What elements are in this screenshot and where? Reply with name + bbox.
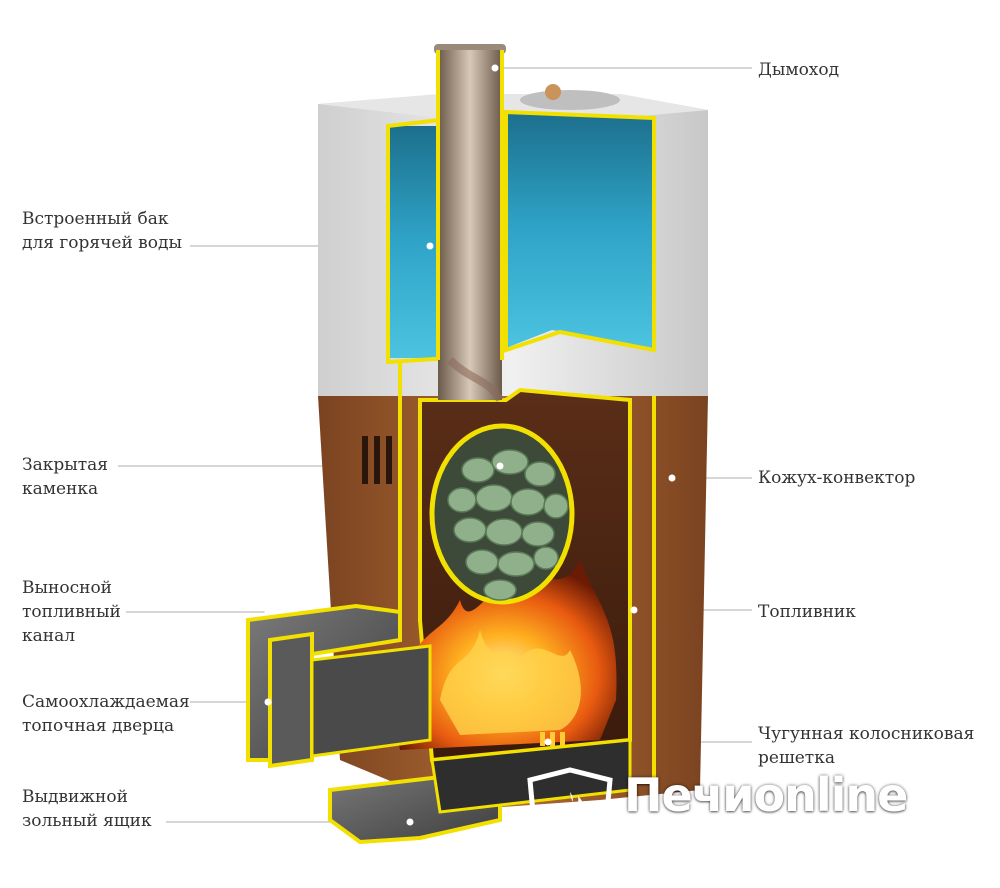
label-line: решетка	[758, 748, 835, 768]
water-right	[506, 112, 654, 348]
label-line: зольный ящик	[22, 811, 152, 831]
label-hot-water-tank: Встроенный бак для горячей воды	[22, 207, 182, 255]
fuel-channel-assembly	[246, 603, 632, 845]
label-line: Выдвижной	[22, 787, 128, 807]
label-line: Встроенный бак	[22, 209, 169, 229]
label-line: топочная дверца	[22, 716, 175, 736]
label-grate: Чугунная колосниковая решетка	[758, 722, 974, 770]
brand-name: Печиonline	[624, 768, 908, 822]
label-line: каменка	[22, 479, 99, 499]
label-line: Закрытая	[22, 455, 109, 475]
label-firebox: Топливник	[758, 600, 856, 624]
label-firebox-door: Самоохлаждаемая топочная дверца	[22, 690, 190, 738]
label-ash-drawer: Выдвижной зольный ящик	[22, 785, 152, 833]
brand-logo-icon	[527, 767, 613, 865]
label-closed-heater: Закрытая каменка	[22, 453, 108, 501]
label-line: Выносной	[22, 578, 113, 598]
stones-compartment	[429, 423, 575, 605]
door	[268, 631, 314, 769]
tank-lid-knob	[545, 84, 561, 100]
label-line: Дымоход	[758, 60, 840, 80]
label-fuel-channel: Выносной топливный канал	[22, 576, 121, 648]
leader-dots	[264, 64, 676, 826]
label-chimney: Дымоход	[758, 58, 839, 82]
label-line: Чугунная колосниковая	[758, 724, 975, 744]
tank-body	[318, 84, 708, 396]
door-inner	[310, 644, 432, 758]
label-line: Самоохлаждаемая	[22, 692, 190, 712]
label-line: топливный	[22, 602, 121, 622]
chimney-pipe	[434, 44, 506, 403]
casing-vents	[362, 436, 392, 484]
label-line: канал	[22, 626, 76, 646]
stones	[447, 449, 569, 601]
grate	[540, 732, 565, 746]
label-convector-casing: Кожух-конвектор	[758, 466, 915, 490]
label-line: Топливник	[758, 602, 856, 622]
label-line: Кожух-конвектор	[758, 468, 916, 488]
label-line: для горячей воды	[22, 233, 182, 253]
